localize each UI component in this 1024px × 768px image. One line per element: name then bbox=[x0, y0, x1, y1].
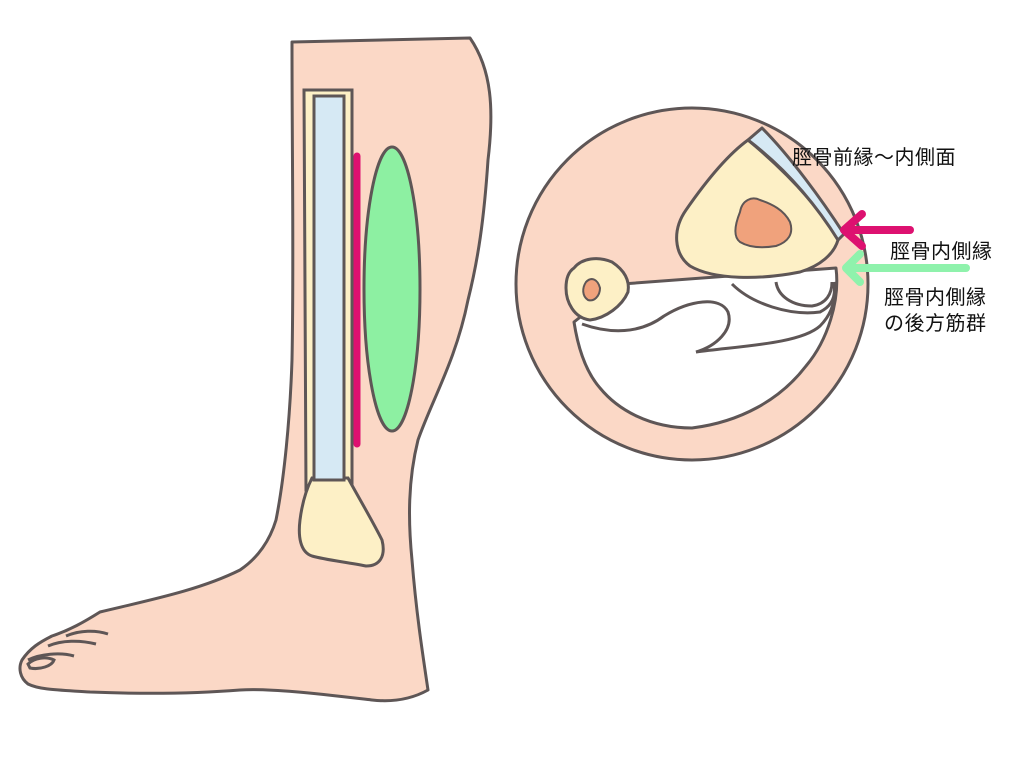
toenail bbox=[26, 656, 56, 670]
magenta-arrow bbox=[840, 210, 914, 250]
label-anterior-medial: 脛骨前縁～内側面 bbox=[792, 145, 956, 169]
muscle-compartment-line bbox=[730, 282, 836, 315]
toe-line bbox=[65, 629, 109, 638]
muscle-compartment-line bbox=[774, 281, 834, 308]
posterior-muscle-group bbox=[362, 145, 422, 433]
label-posterior-muscles-line1: 脛骨内側縁 bbox=[884, 285, 987, 309]
tibia-marrow bbox=[734, 197, 793, 249]
tibia-periosteum-band bbox=[312, 94, 346, 482]
toe-line bbox=[27, 652, 75, 662]
leg-silhouette bbox=[18, 36, 493, 703]
label-medial-border: 脛骨内側縁 bbox=[890, 239, 993, 263]
label-posterior-muscles-line2: の後方筋群 bbox=[884, 311, 987, 335]
toe-line bbox=[47, 639, 97, 648]
tibia-distal-end bbox=[297, 476, 385, 568]
green-arrow bbox=[842, 250, 970, 286]
fibula-marrow bbox=[582, 278, 602, 302]
muscle-compartment-line bbox=[581, 300, 731, 354]
